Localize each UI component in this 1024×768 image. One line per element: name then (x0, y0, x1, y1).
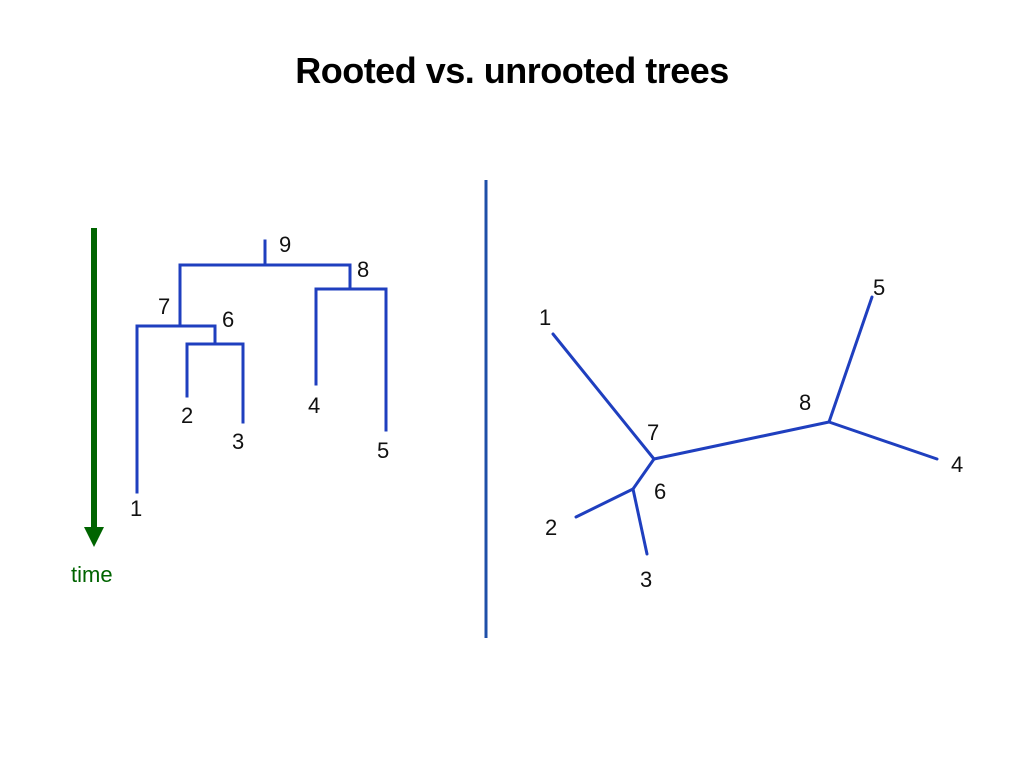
unrooted-tree (551, 295, 939, 556)
rooted-tree (135, 239, 388, 494)
rooted-node-label-2: 2 (181, 403, 193, 428)
unrooted-branch-7-8 (652, 420, 831, 461)
rooted-node-label-8: 8 (357, 257, 369, 282)
rooted-node-label-9: 9 (279, 232, 291, 257)
rooted-node-label-7: 7 (158, 294, 170, 319)
rooted-node-label-1: 1 (130, 496, 142, 521)
unrooted-node-label-4: 4 (951, 452, 963, 477)
unrooted-node-label-5: 5 (873, 275, 885, 300)
unrooted-node-label-8: 8 (799, 390, 811, 415)
unrooted-node-label-6: 6 (654, 479, 666, 504)
unrooted-branch-8-4 (827, 420, 939, 461)
unrooted-branch-1-7 (551, 332, 656, 461)
unrooted-node-label-2: 2 (545, 515, 557, 540)
rooted-node-label-3: 3 (232, 429, 244, 454)
unrooted-branch-6-3 (631, 487, 649, 556)
time-arrow (84, 228, 104, 547)
unrooted-branch-8-5 (827, 295, 874, 424)
unrooted-node-label-1: 1 (539, 305, 551, 330)
unrooted-branch-7-6 (631, 457, 656, 491)
unrooted-node-label-3: 3 (640, 567, 652, 592)
time-arrow-head (84, 527, 104, 547)
slide-title: Rooted vs. unrooted trees (295, 50, 729, 91)
rooted-node-label-4: 4 (308, 393, 320, 418)
unrooted-branch-6-2 (574, 487, 635, 519)
rooted-node-label-5: 5 (377, 438, 389, 463)
unrooted-node-label-7: 7 (647, 420, 659, 445)
time-label: time (71, 562, 113, 587)
rooted-node-label-6: 6 (222, 307, 234, 332)
time-arrow-shaft (91, 228, 97, 530)
